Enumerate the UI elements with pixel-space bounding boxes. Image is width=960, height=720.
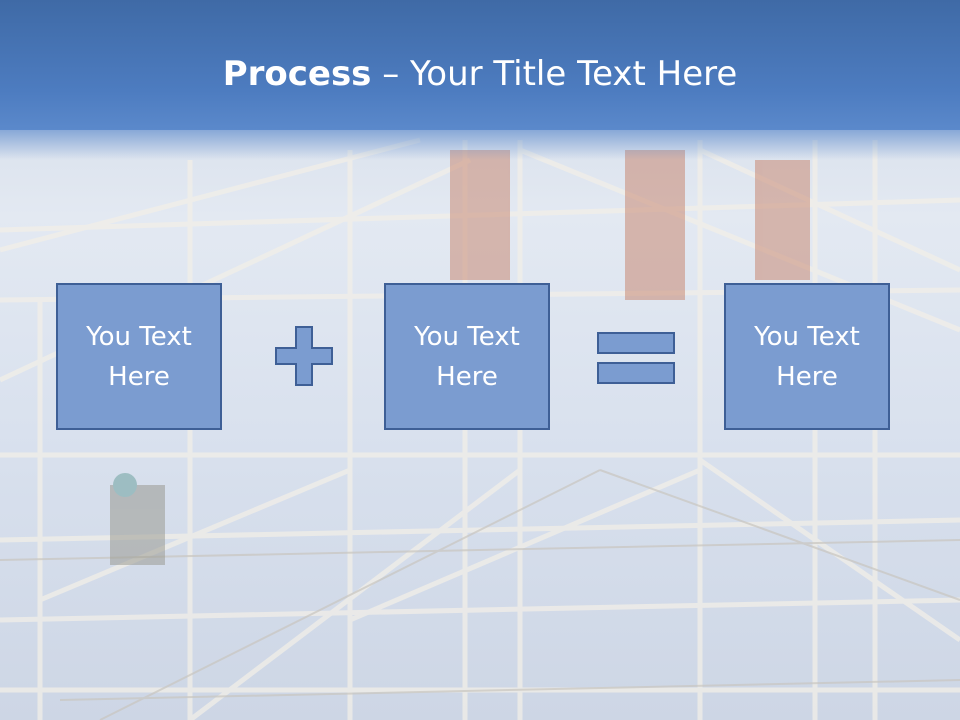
process-box-3[interactable]: You Text Here <box>724 283 890 430</box>
title-rest-part: – Your Title Text Here <box>371 54 738 94</box>
plus-icon <box>275 326 333 386</box>
process-box-1-text: You Text Here <box>86 321 192 392</box>
process-box-1[interactable]: You Text Here <box>56 283 222 430</box>
process-box-3-text: You Text Here <box>754 321 860 392</box>
process-box-2-text: You Text Here <box>414 321 520 392</box>
equals-icon <box>597 332 675 384</box>
title-banner: Process – Your Title Text Here <box>0 0 960 160</box>
title-bold-part: Process <box>222 54 372 94</box>
process-box-2[interactable]: You Text Here <box>384 283 550 430</box>
slide-title[interactable]: Process – Your Title Text Here <box>0 52 960 96</box>
